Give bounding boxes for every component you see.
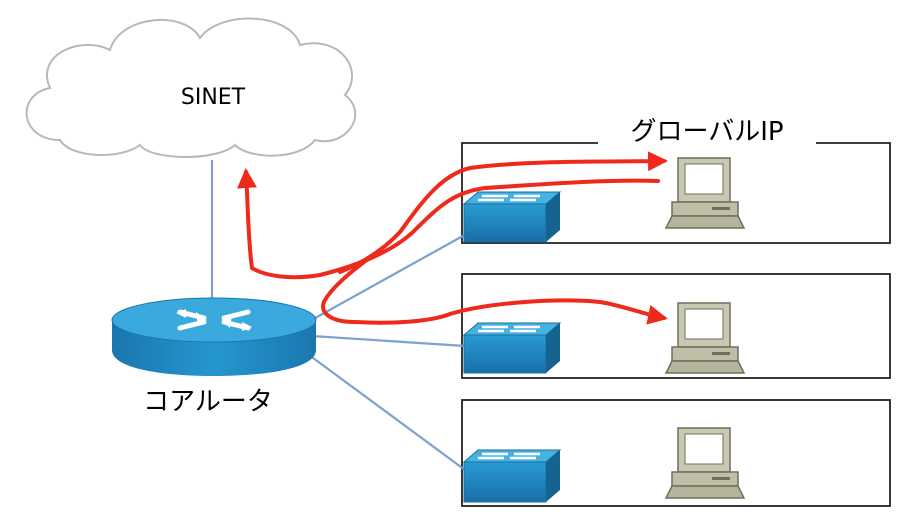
cloud-label: SINET: [181, 85, 246, 110]
link-router-switch-1: [307, 231, 471, 323]
router-label: コアルータ: [143, 387, 273, 417]
segment-box-3: [461, 399, 891, 507]
segment-box-1: [461, 142, 891, 244]
computer-icon-3: [664, 427, 746, 499]
traffic-paths: [236, 151, 668, 325]
link-router-switch-2: [311, 334, 466, 348]
segment-label: グローバルIP: [630, 117, 783, 147]
switch-icon-2: [462, 322, 562, 374]
switch-icon-1: [462, 191, 562, 243]
network-links: [210, 160, 471, 471]
traffic-path-global-2: [321, 248, 668, 325]
traffic-path-to-internet: [236, 168, 660, 280]
computer-icon-1: [664, 157, 746, 229]
switch-icon-3: [462, 449, 562, 503]
computer-icon-2: [664, 302, 746, 374]
cloud-icon: [25, 17, 357, 158]
router-icon: [111, 297, 317, 376]
segment-box-2: [461, 273, 891, 379]
link-router-switch-3: [304, 351, 466, 471]
